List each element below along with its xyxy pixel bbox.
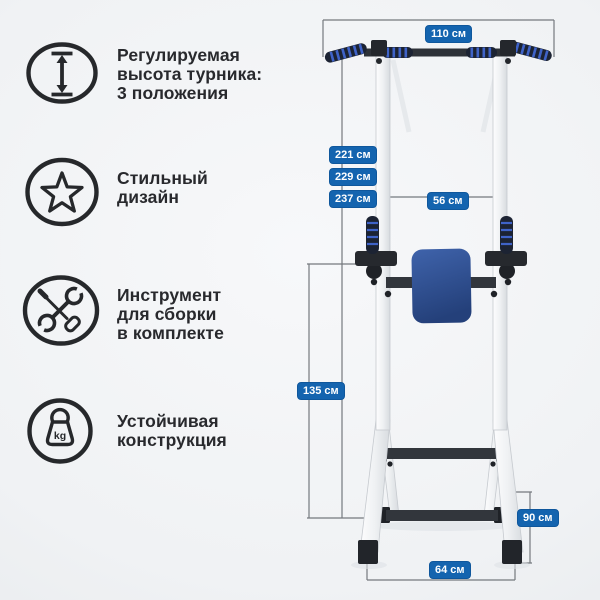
badge-top-width: 110 см — [425, 25, 473, 43]
badge-dip-bar-height: 135 см — [297, 382, 345, 400]
bar-mount-right — [500, 40, 516, 56]
backrest-pad — [411, 248, 472, 324]
feature-text-line: Регулируемая — [117, 45, 240, 65]
front-legs — [359, 419, 524, 553]
badge-height-3: 237 см — [329, 190, 377, 208]
feature-text: Стильный дизайн — [117, 169, 208, 207]
star-icon — [25, 157, 99, 227]
grip-outer-right — [509, 41, 552, 61]
feature-text: Регулируемая высота турника: 3 положения — [117, 46, 262, 103]
dip-handles — [355, 216, 527, 279]
dip-grip-right — [500, 216, 513, 254]
feature-text-line: в комплекте — [117, 323, 224, 343]
feature-text-line: для сборки — [117, 304, 217, 324]
bar-mount-left — [371, 40, 387, 56]
weight-kg-label: kg — [54, 430, 66, 442]
rear-foot-bar — [386, 510, 498, 521]
badge-base-width: 64 см — [429, 561, 471, 579]
feature-text-line: 3 положения — [117, 83, 229, 103]
feature-text-line: высота турника: — [117, 64, 263, 84]
pullup-bar — [324, 40, 552, 64]
tools-icon — [22, 275, 100, 346]
base-frame — [377, 424, 506, 523]
weight-icon: kg — [27, 398, 93, 464]
rear-braces — [390, 59, 502, 133]
dip-grip-left — [366, 216, 379, 254]
feature-text: Устойчивая конструкция — [117, 412, 227, 450]
feature-text-line: Устойчивая — [117, 411, 219, 431]
feature-text-line: конструкция — [117, 430, 227, 450]
feature-text-line: Стильный — [117, 168, 208, 188]
badge-height-2: 229 см — [329, 168, 377, 186]
grip-outer-left — [324, 43, 367, 63]
grip-inner-left — [382, 47, 413, 58]
dim-top-width-line — [322, 19, 555, 57]
feature-text-line: дизайн — [117, 187, 179, 207]
grip-inner-right — [466, 47, 497, 58]
feet — [358, 540, 522, 564]
power-tower-illustration — [324, 40, 552, 564]
feature-text-line: Инструмент — [117, 285, 222, 305]
badge-height-1: 221 см — [329, 146, 377, 164]
badge-grip-span: 56 см — [427, 192, 469, 210]
height-adjust-icon — [26, 42, 98, 104]
base-cross-bar — [383, 448, 500, 459]
feature-text: Инструмент для сборки в комплекте — [117, 286, 224, 343]
badge-base-depth: 90 см — [517, 509, 559, 527]
